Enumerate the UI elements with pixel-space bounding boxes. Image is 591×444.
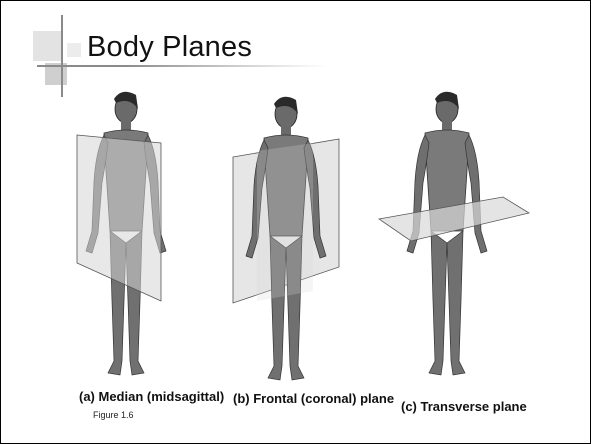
caption-transverse: (c) Transverse plane <box>401 399 527 414</box>
transverse-plane-figure <box>379 92 529 375</box>
caption-letter: (a) <box>79 389 95 404</box>
caption-text: Median (midsagittal) <box>95 389 224 404</box>
caption-letter: (c) <box>401 399 417 414</box>
caption-text: Frontal (coronal) plane <box>250 391 394 406</box>
figure-reference: Figure 1.6 <box>93 410 134 420</box>
median-plane-figure <box>77 92 166 375</box>
caption-letter: (b) <box>233 391 250 406</box>
caption-text: Transverse plane <box>417 399 527 414</box>
frontal-plane-figure <box>233 97 339 380</box>
caption-frontal: (b) Frontal (coronal) plane <box>233 391 394 406</box>
caption-median: (a) Median (midsagittal) <box>79 389 224 404</box>
